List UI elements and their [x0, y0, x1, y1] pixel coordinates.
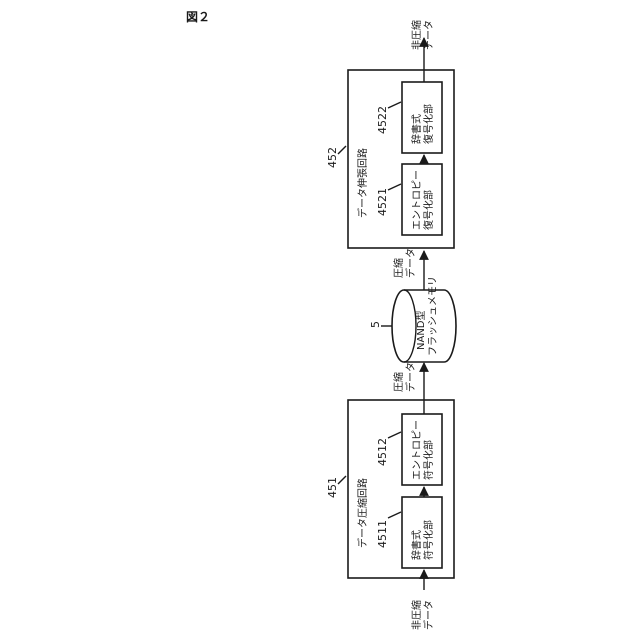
entropy-decoder-ref: 4521 — [376, 188, 389, 216]
dictionary-encoder-label-2: 符号化部 — [422, 520, 435, 560]
nand-flash-memory-label-1: NAND型 — [414, 310, 427, 350]
dictionary-decoder-label-1: 辞書式 — [410, 114, 423, 144]
dictionary-encoder-label-1: 辞書式 — [410, 530, 423, 560]
nand-flash-memory-ref: 5 — [369, 321, 382, 328]
dictionary-decoder-ref: 4522 — [376, 106, 389, 134]
nand-flash-memory-label-2: フラッシュメモリ — [427, 276, 439, 356]
compression-ref-leader — [338, 476, 346, 484]
dictionary-encoder-ref: 4511 — [376, 520, 389, 548]
input-data-label-2: データ — [422, 600, 435, 630]
input-data-label-1: 非圧縮 — [410, 600, 423, 630]
decompression-circuit-title: データ伸張回路 — [356, 148, 369, 218]
entropy-encoder-label-2: 符号化部 — [422, 440, 435, 480]
entropy-decoder-label-2: 復号化部 — [422, 190, 435, 230]
entropy-encoder-ref: 4512 — [376, 438, 389, 466]
output-data-label-1: 非圧縮 — [410, 20, 423, 50]
entropy-encoder-label-1: エントロピー — [411, 420, 423, 480]
output-data-label-2: データ — [422, 20, 435, 50]
decompression-circuit-ref: 452 — [326, 147, 339, 168]
compressed-in-label-1: 圧縮 — [392, 258, 405, 278]
compression-circuit-title: データ圧縮回路 — [356, 478, 369, 548]
compressed-in-label-2: データ — [404, 248, 417, 278]
decompression-ref-leader — [338, 146, 346, 154]
entropy-decoder-label-1: エントロピー — [411, 170, 423, 230]
dictionary-decoder-label-2: 復号化部 — [422, 104, 435, 144]
compressed-out-label-2: データ — [404, 362, 417, 392]
compression-circuit-ref: 451 — [326, 477, 339, 498]
compressed-out-label-1: 圧縮 — [392, 372, 405, 392]
